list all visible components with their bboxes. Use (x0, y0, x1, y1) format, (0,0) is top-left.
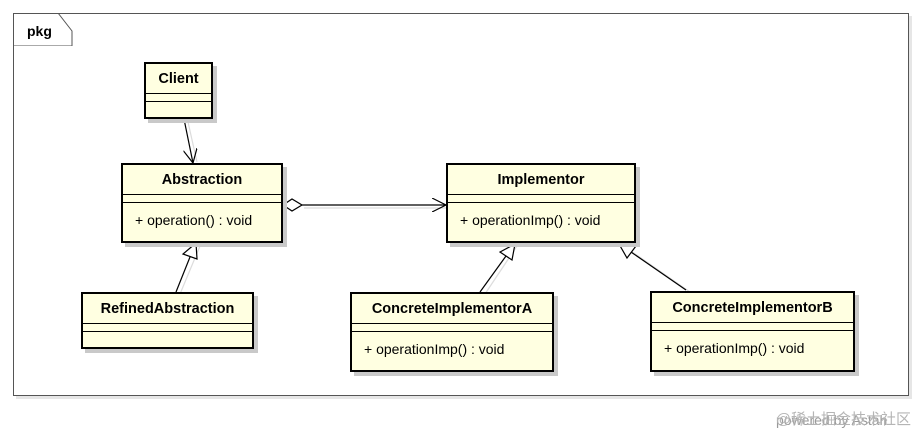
concreteB-generalization-arrowhead (617, 243, 638, 260)
class-client[interactable]: Client (144, 62, 213, 119)
concreteA-generalization-arrowhead (498, 242, 516, 262)
powered-by-label: powered by Astah (776, 412, 888, 428)
class-name: Implementor (448, 165, 634, 195)
operation: + operation() : void (135, 212, 253, 228)
attributes-section (352, 324, 552, 332)
operations-section (146, 102, 211, 109)
operation: + operationImp() : void (664, 340, 805, 356)
frame-tab (13, 13, 73, 46)
class-refined-abstraction[interactable]: RefinedAbstraction (81, 292, 254, 349)
class-name: RefinedAbstraction (83, 294, 252, 324)
attributes-section (652, 323, 853, 331)
refined-generalization-arrowhead (181, 241, 198, 260)
client-abstraction-association (184, 118, 193, 163)
package-frame (13, 13, 909, 396)
class-concrete-implementor-a[interactable]: ConcreteImplementorA + operationImp() : … (350, 292, 554, 372)
class-concrete-implementor-b[interactable]: ConcreteImplementorB + operationImp() : … (650, 291, 855, 372)
concreteB-generalization (630, 251, 687, 291)
operation: + operationImp() : void (364, 341, 505, 357)
class-name: ConcreteImplementorB (652, 293, 853, 323)
attributes-section (83, 324, 252, 332)
attributes-section (448, 195, 634, 203)
operations-section (83, 332, 252, 339)
class-name: ConcreteImplementorA (352, 294, 552, 324)
frame-label: pkg (27, 23, 52, 39)
concreteA-generalization (479, 255, 507, 293)
attributes-section (123, 195, 281, 203)
operation: + operationImp() : void (460, 212, 601, 228)
class-implementor[interactable]: Implementor + operationImp() : void (446, 163, 636, 243)
refined-generalization (175, 256, 191, 293)
class-abstraction[interactable]: Abstraction + operation() : void (121, 163, 283, 243)
class-name: Client (146, 64, 211, 94)
class-name: Abstraction (123, 165, 281, 195)
watermark: @稀土掘金技术社区 (775, 411, 911, 428)
attributes-section (146, 94, 211, 102)
aggregation-diamond (281, 198, 304, 212)
